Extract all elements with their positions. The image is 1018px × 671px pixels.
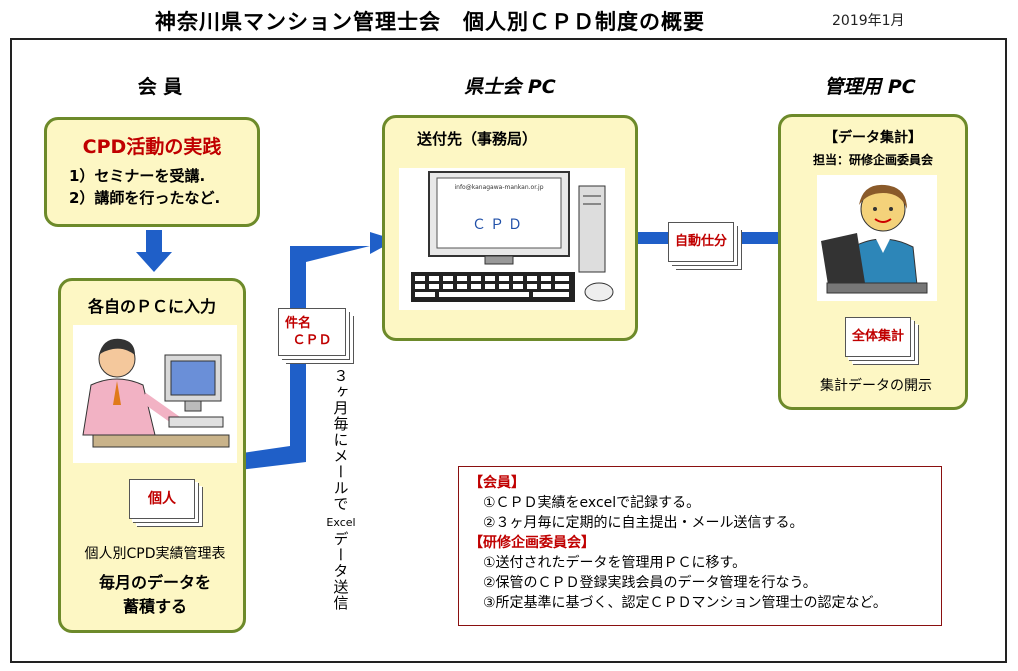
admin-pc-heading: 管理用 PC: [824, 76, 916, 98]
member-notes-heading: 【会員】: [469, 475, 525, 491]
personal-doc-icon: 個人: [129, 479, 195, 519]
person-computer-illustration: [73, 325, 237, 463]
member-heading: 会 員: [137, 76, 183, 98]
vertical-caption-part: データ送信: [331, 531, 350, 611]
vertical-caption: ３ヶ月毎にメールで Excel データ送信: [326, 368, 356, 611]
cpd-activity-item: 1）セミナーを受講.: [69, 167, 206, 185]
mail-doc-subject-label: 件名: [285, 316, 312, 331]
vertical-caption-part: ３ヶ月毎にメールで: [331, 368, 350, 512]
notes-box: 【会員】 ①ＣＰＤ実績をexcelで記録する。 ②３ヶ月毎に定期的に自主提出・メ…: [458, 466, 942, 626]
admin-caption: 集計データの開示: [820, 378, 932, 394]
auto-sort-doc-label: 自動仕分: [674, 234, 727, 249]
total-summary-doc-icon: 全体集計: [845, 317, 911, 357]
mail-doc-subject-value: ＣＰＤ: [292, 333, 332, 348]
committee-note-item: ①送付されたデータを管理用ＰＣに移す。: [483, 555, 747, 571]
personal-caption: 個人別CPD実績管理表: [84, 546, 226, 562]
personal-pc-title: 各自のＰＣに入力: [87, 297, 216, 316]
member-note-item: ①ＣＰＤ実績をexcelで記録する。: [483, 495, 701, 511]
cpd-activity-title: CPD活動の実践: [82, 136, 222, 158]
cpd-activity-item: 2）講師を行ったなど.: [69, 189, 221, 207]
personal-footer-line: 毎月のデータを: [98, 573, 211, 592]
auto-sort-doc-icon: 自動仕分: [668, 222, 734, 262]
admin-box-subtitle: 担当：研修企画委員会: [812, 153, 933, 167]
admin-box-title: 【データ集計】: [824, 130, 922, 146]
council-pc-heading: 県士会 PC: [464, 76, 556, 98]
desktop-computer-illustration: [399, 168, 625, 310]
mail-doc-icon: 件名 ＣＰＤ: [278, 308, 346, 356]
date-label: 2019年1月: [832, 13, 905, 29]
committee-note-item: ②保管のＣＰＤ登録実践会員のデータ管理を行なう。: [483, 575, 817, 591]
admin-pc-box: 【データ集計】 担当：研修企画委員会 全体集計 集計データの開示: [778, 114, 968, 410]
screen-email: info@kanagawa-mankan.or.jp: [454, 184, 544, 191]
vertical-caption-part: Excel: [326, 516, 356, 529]
member-note-item: ②３ヶ月毎に定期的に自主提出・メール送信する。: [483, 515, 804, 531]
screen-text: ＣＰＤ: [472, 217, 526, 233]
committee-note-item: ③所定基準に基づく、認定ＣＰＤマンション管理士の認定など。: [483, 595, 887, 611]
admin-user-illustration: [817, 175, 937, 301]
personal-footer-line: 蓄積する: [122, 597, 187, 616]
diagram-frame: [10, 38, 1007, 663]
cpd-activity-box: CPD活動の実践 1）セミナーを受講. 2）講師を行ったなど.: [44, 117, 260, 227]
personal-doc-label: 個人: [148, 491, 176, 507]
council-pc-box: 送付先（事務局） info@kanagawa-mankan.or.jp ＣＰＤ: [382, 115, 638, 341]
total-summary-doc-label: 全体集計: [851, 329, 904, 344]
personal-pc-box: 各自のＰＣに入力 個人 個人別CPD実績管理表 毎月のデータを 蓄積する: [58, 278, 246, 633]
page-title: 神奈川県マンション管理士会 個人別ＣＰＤ制度の概要: [155, 10, 705, 34]
committee-notes-heading: 【研修企画委員会】: [469, 535, 595, 551]
council-box-title: 送付先（事務局）: [417, 130, 538, 148]
down-arrow: [136, 230, 172, 272]
